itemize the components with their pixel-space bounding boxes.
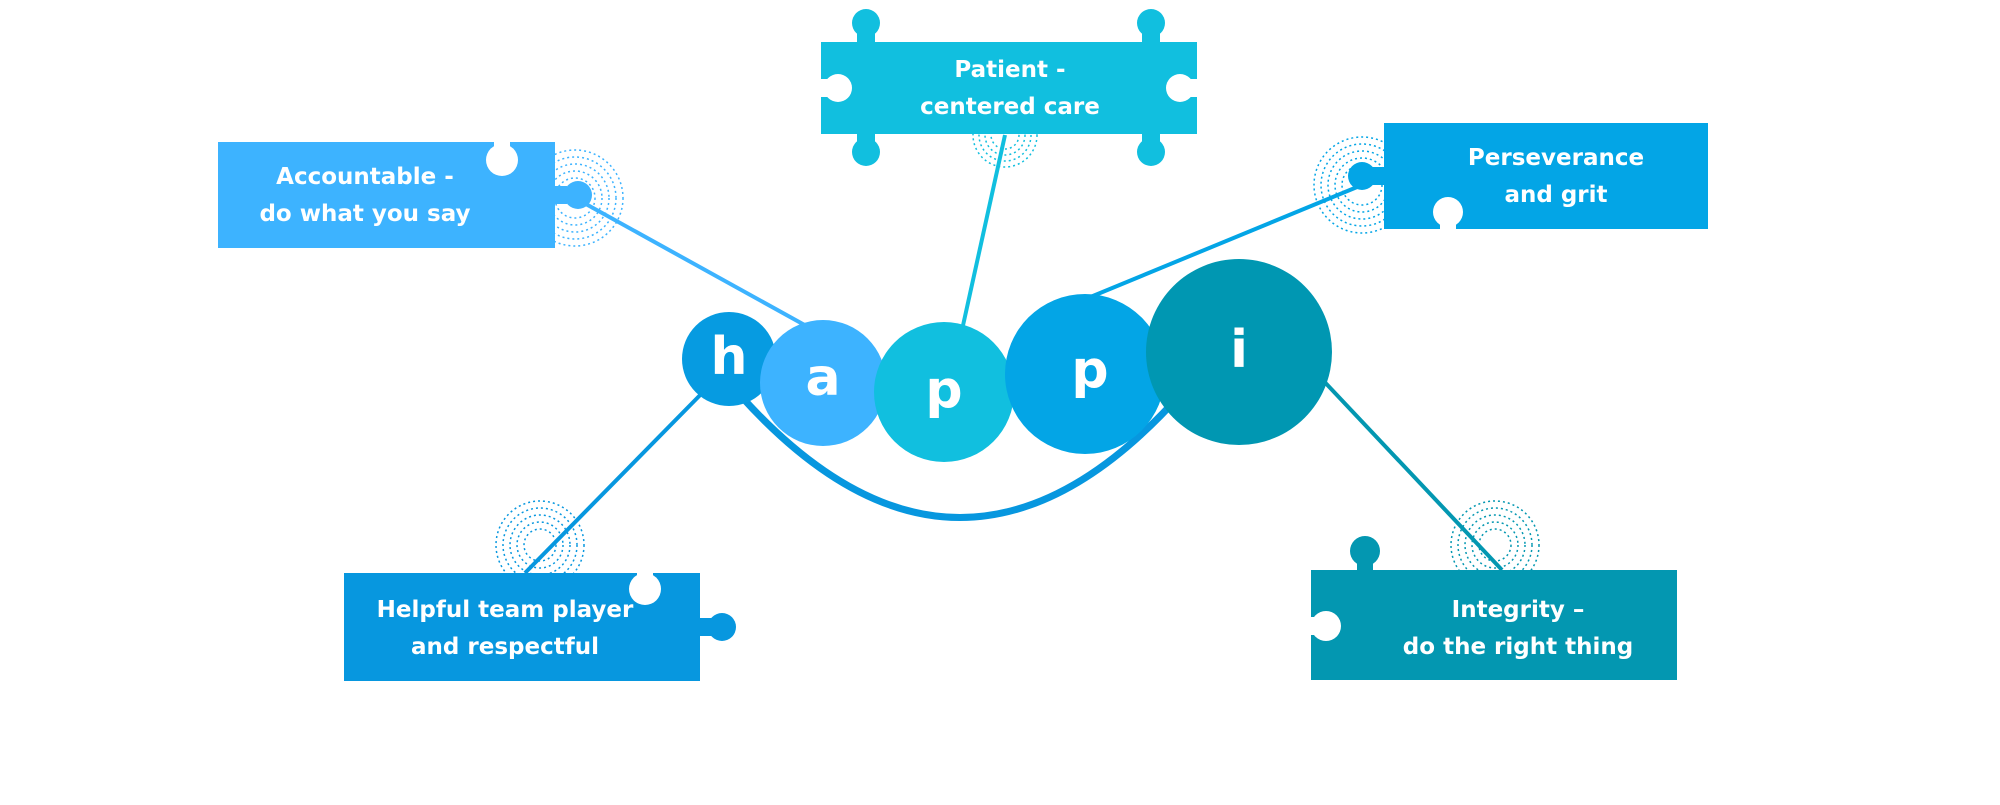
connector-helpful bbox=[523, 381, 714, 575]
circle-a bbox=[760, 320, 886, 446]
label-accountable: Accountable - do what you say bbox=[255, 159, 475, 233]
letter-a: a bbox=[805, 348, 841, 408]
label-helpful-line1: Helpful team player bbox=[376, 597, 634, 623]
circle-p1 bbox=[874, 322, 1014, 462]
letter-h: h bbox=[710, 327, 748, 387]
label-accountable-line2: do what you say bbox=[259, 201, 471, 227]
label-perseverance-line2: and grit bbox=[1504, 182, 1608, 208]
label-integrity: Integrity – do the right thing bbox=[1388, 592, 1648, 666]
smile-arc bbox=[736, 391, 1184, 521]
letter-p-first: p bbox=[925, 360, 963, 420]
connector-integrity bbox=[1316, 373, 1504, 572]
label-integrity-line2: do the right thing bbox=[1402, 634, 1634, 660]
label-patient-line2: centered care bbox=[920, 94, 1100, 120]
puzzle-piece-perseverance bbox=[1348, 123, 1708, 230]
label-helpful-line2: and respectful bbox=[411, 634, 599, 660]
circle-i bbox=[1146, 259, 1332, 445]
puzzle-piece-accountable bbox=[218, 142, 592, 248]
connector-perseverance bbox=[1087, 183, 1363, 300]
puzzle-piece-integrity bbox=[1309, 536, 1677, 680]
label-integrity-line1: Integrity – bbox=[1451, 597, 1585, 623]
label-accountable-line1: Accountable - bbox=[276, 164, 454, 190]
letter-i: i bbox=[1230, 320, 1248, 380]
puzzle-piece-helpful bbox=[344, 571, 736, 681]
label-patient: Patient - centered care bbox=[900, 52, 1120, 126]
label-helpful: Helpful team player and respectful bbox=[370, 592, 640, 666]
ripple-integrity bbox=[1450, 500, 1540, 590]
connector-patient bbox=[960, 134, 1007, 331]
puzzle-piece-patient bbox=[819, 9, 1199, 166]
connector-accountable bbox=[574, 196, 811, 330]
label-patient-line1: Patient - bbox=[954, 57, 1066, 83]
label-perseverance-line1: Perseverance bbox=[1467, 145, 1645, 171]
letter-p-second: p bbox=[1071, 340, 1109, 400]
circle-p2 bbox=[1005, 294, 1165, 454]
label-perseverance: Perseverance and grit bbox=[1446, 140, 1666, 214]
circle-h bbox=[682, 312, 776, 406]
ripple-helpful bbox=[495, 500, 585, 590]
